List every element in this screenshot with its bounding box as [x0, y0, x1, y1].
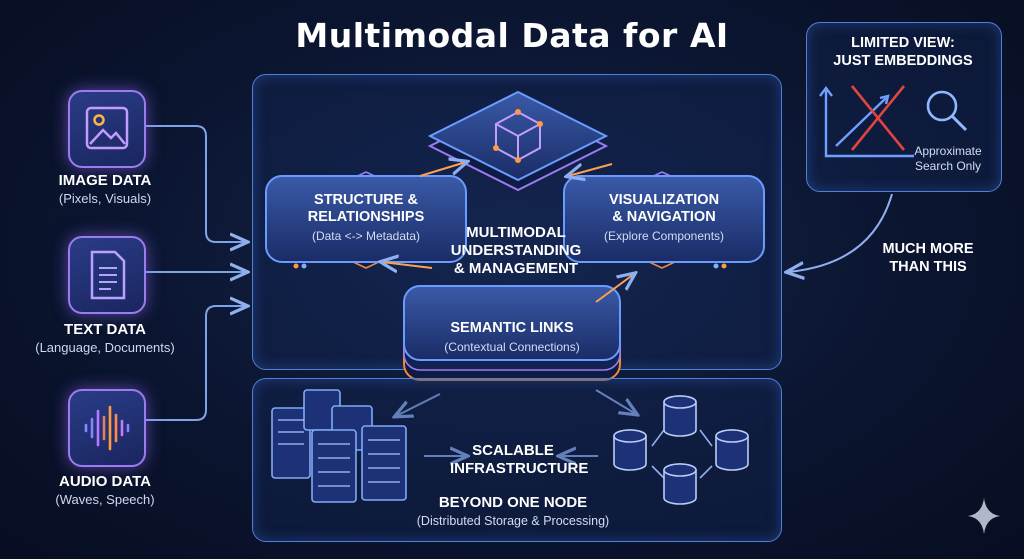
image-data-sub: (Pixels, Visuals) — [58, 191, 152, 206]
structure-title: STRUCTURE &RELATIONSHIPS — [307, 192, 425, 225]
audio-data-sub: (Waves, Speech) — [55, 492, 155, 507]
left-tile — [265, 171, 467, 269]
infra-link-left — [396, 393, 441, 416]
database-cluster-icon — [613, 395, 749, 505]
visualization-title: VISUALIZATION& NAVIGATION — [608, 192, 720, 225]
structure-sub: (Data <-> Metadata) — [311, 229, 421, 243]
image-connector — [146, 125, 246, 242]
cube-network-icon — [493, 109, 543, 163]
image-data-label: IMAGE DATA — [58, 172, 152, 189]
limited-view-title: LIMITED VIEW:JUST EMBEDDINGS — [833, 35, 973, 69]
right-tile — [563, 171, 765, 269]
audio-connector — [146, 306, 246, 421]
visualization-sub: (Explore Components) — [603, 229, 725, 243]
limited-view-panel — [806, 22, 1002, 192]
beyond-one-node-sub: (Distributed Storage & Processing) — [416, 514, 610, 528]
much-more-arrow — [788, 193, 893, 272]
beyond-one-node-title: BEYOND ONE NODE — [438, 494, 588, 511]
text-data-label: TEXT DATA — [64, 321, 146, 338]
audio-wave-icon — [68, 389, 146, 467]
page-title: Multimodal Data for AI — [295, 16, 729, 55]
server-rack-icon — [271, 389, 407, 503]
semantic-links-sub: (Contextual Connections) — [444, 340, 580, 354]
semantic-links-title: SEMANTIC LINKS — [450, 320, 574, 336]
text-data-sub: (Language, Documents) — [35, 340, 175, 355]
document-icon — [68, 236, 146, 314]
audio-data-label: AUDIO DATA — [59, 473, 151, 490]
image-icon — [68, 90, 146, 168]
bottom-tile — [403, 285, 621, 381]
infra-link-right — [595, 389, 636, 414]
